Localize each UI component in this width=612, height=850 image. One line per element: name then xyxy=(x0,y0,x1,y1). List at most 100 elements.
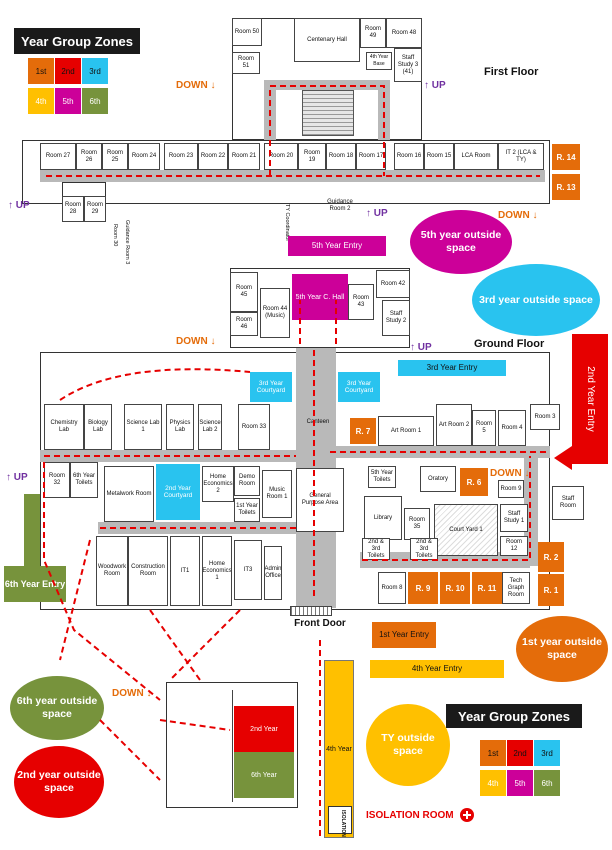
lca-room: LCA Room xyxy=(454,143,498,170)
room-42: Room 42 xyxy=(376,270,410,298)
stairs-down-label-1: DOWN ↓ xyxy=(176,80,216,91)
annex-interior-divider xyxy=(232,690,233,802)
room-8: Room 8 xyxy=(378,572,406,604)
metalwork-room: Metalwork Room xyxy=(104,466,154,522)
annex-sixth-year: 6th Year xyxy=(234,752,294,798)
first-floor-label: First Floor xyxy=(484,66,539,78)
route-ground-top xyxy=(299,300,337,344)
stairs-down-label-3: DOWN ↓ xyxy=(176,336,216,347)
admin-office: Admin Office xyxy=(264,546,282,600)
sixth-year-outside-space: 6th year outside space xyxy=(10,676,104,740)
science-lab-1: Science Lab 1 xyxy=(124,404,162,450)
third-year-courtyard-1: 3rd Year Courtyard xyxy=(250,372,292,402)
room-r1: R. 1 xyxy=(538,574,564,606)
home-economics-2: Home Economics 2 xyxy=(202,466,234,502)
legend-title-bottom: Year Group Zones xyxy=(446,704,582,728)
room-19: Room 19 xyxy=(298,143,326,170)
room-r9: R. 9 xyxy=(408,572,438,604)
up-arrow-icon: ↑ xyxy=(424,80,429,91)
isolation-room-label: ISOLATION ROOM xyxy=(366,810,454,821)
room-9: Room 9 xyxy=(498,480,524,498)
room-45: Room 45 xyxy=(230,272,258,312)
legend-cell-1st: 1st xyxy=(28,58,54,84)
route-south-2 xyxy=(149,609,201,681)
room-r6: R. 6 xyxy=(460,468,488,496)
room-28: Room 28 xyxy=(62,196,84,222)
second-year-outside-space: 2nd year outside space xyxy=(14,746,104,818)
staff-study-3: Staff Study 3 (41) xyxy=(394,48,422,82)
legend-cell-2nd: 2nd xyxy=(55,58,81,84)
guidance-room-2: Guidance Room 2 xyxy=(327,199,353,212)
legend-cell-3rd: 3rd xyxy=(82,58,108,84)
first-floor-top-corridor xyxy=(264,80,390,90)
room-29: Room 29 xyxy=(84,196,106,222)
legend-title-top: Year Group Zones xyxy=(14,28,140,54)
legend-cell-4th: 4th xyxy=(28,88,54,114)
ty-outside-space: TY outside space xyxy=(366,704,450,786)
fifth-year-entry-tag: 5th Year Entry xyxy=(288,236,386,256)
music-room-1: Music Room 1 xyxy=(262,470,292,518)
home-economics-1: Home Economics 1 xyxy=(202,536,232,606)
up-arrow-icon: ↑ xyxy=(366,208,371,219)
fourth-year-entry-tag: 4th Year Entry xyxy=(370,660,504,678)
staff-room: Staff Room xyxy=(552,486,584,520)
legend-cell-5th: 5th xyxy=(507,770,533,796)
physics-lab: Physics Lab xyxy=(166,404,194,450)
canteen: Canteen xyxy=(306,418,330,425)
first-year-outside-space: 1st year outside space xyxy=(516,616,608,682)
second-year-entry-arrow xyxy=(554,446,572,470)
second-year-courtyard: 2nd Year Courtyard xyxy=(156,464,200,520)
chemistry-lab: Chemistry Lab xyxy=(44,404,84,450)
room-r7: R. 7 xyxy=(350,418,376,444)
legend-cell-1st: 1st xyxy=(480,740,506,766)
third-year-entry-tag: 3rd Year Entry xyxy=(398,360,506,376)
front-door-label: Front Door xyxy=(294,617,346,629)
room-22: Room 22 xyxy=(198,143,228,170)
construction-room: Construction Room xyxy=(128,536,168,606)
room-24: Room 24 xyxy=(128,143,160,170)
up-arrow-icon: ↑ xyxy=(410,342,415,353)
first-floor-main-corridor xyxy=(40,170,545,182)
room-r11: R. 11 xyxy=(472,572,502,604)
stairs-up-label-3: ↑ UP xyxy=(366,208,388,219)
second-year-entry-tag: 2nd Year Entry xyxy=(572,334,608,464)
route-first-floor-loop xyxy=(269,85,385,176)
up-arrow-icon: ↑ xyxy=(6,472,11,483)
room-51: Room 51 xyxy=(232,52,260,74)
staff-study-1: Staff Study 1 xyxy=(500,504,528,532)
room-44-music: Room 44 (Music) xyxy=(260,288,290,338)
fifth-year-toilets: 5th Year Toilets xyxy=(368,466,396,488)
stairs-up-label-2: ↑ UP xyxy=(8,200,30,211)
room-5: Room 5 xyxy=(472,410,496,446)
room-4: Room 4 xyxy=(498,410,526,446)
room-r14: R. 14 xyxy=(552,144,580,170)
room-3: Room 3 xyxy=(530,404,560,430)
biology-lab: Biology Lab xyxy=(84,404,112,450)
it2-room: IT 2 (LCA & TY) xyxy=(498,143,544,170)
legend-cell-6th: 6th xyxy=(82,88,108,114)
science-lab-2: Science Lab 2 xyxy=(198,404,222,450)
room-23: Room 23 xyxy=(164,143,198,170)
red-cross-bar-v xyxy=(466,811,468,819)
ground-floor-label: Ground Floor xyxy=(474,338,545,350)
annex-second-year: 2nd Year xyxy=(234,706,294,752)
room-26: Room 26 xyxy=(76,143,102,170)
sixth-year-toilets: 6th Year Toilets xyxy=(70,462,98,498)
route-south-1 xyxy=(59,539,91,661)
third-year-courtyard-2: 3rd Year Courtyard xyxy=(338,372,380,402)
sixth-year-entry-shaft xyxy=(24,494,40,566)
fourth-year-base: 4th Year Base xyxy=(366,52,392,70)
court-yard-1: Court Yard 1 xyxy=(434,504,498,556)
front-door-steps xyxy=(290,606,332,616)
down-arrow-icon: ↓ xyxy=(146,688,152,699)
stairs-up-label-1: ↑ UP xyxy=(424,80,446,91)
down-arrow-icon: ↓ xyxy=(210,80,216,91)
room-32: Room 32 xyxy=(44,462,70,498)
stairs-up-label-5: ↑ UP xyxy=(6,472,28,483)
room-25: Room 25 xyxy=(102,143,128,170)
general-purpose-area: General Purpose Area xyxy=(296,468,344,532)
legend-cell-6th: 6th xyxy=(534,770,560,796)
room-50: Room 50 xyxy=(232,18,262,46)
legend-cell-3rd: 3rd xyxy=(534,740,560,766)
